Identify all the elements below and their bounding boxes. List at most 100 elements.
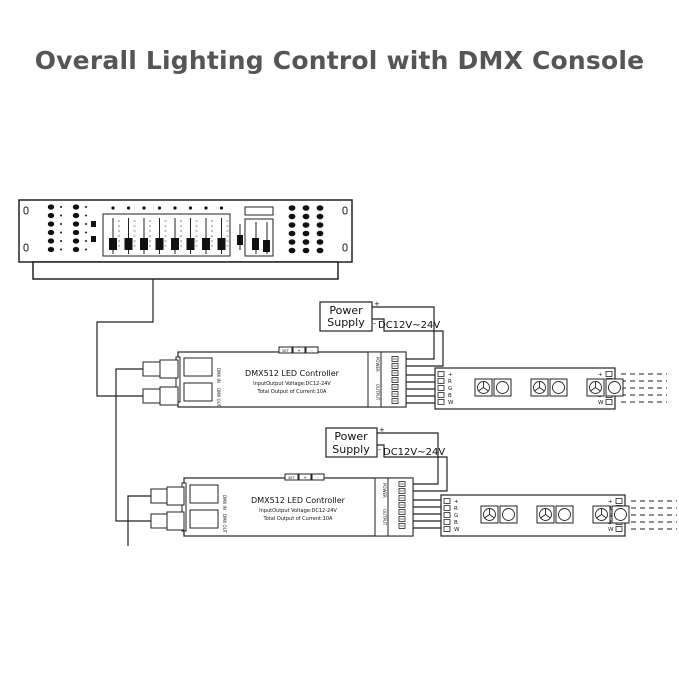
strip-pin-label: R xyxy=(454,506,458,512)
master-fader-knob[interactable] xyxy=(252,238,259,250)
strip-1-parts: ++RRGGBBWW xyxy=(437,371,667,406)
console-button[interactable] xyxy=(288,205,296,211)
console-led xyxy=(60,214,62,217)
power-minus-sign: - xyxy=(378,445,381,454)
strip-solder-pad xyxy=(443,519,451,525)
set-button[interactable] xyxy=(278,346,293,354)
console-button[interactable] xyxy=(72,221,80,227)
console-button[interactable] xyxy=(316,205,324,211)
console-button[interactable] xyxy=(72,238,80,244)
power-supply-label-line1: Power xyxy=(334,430,368,443)
led-chip-segments xyxy=(540,508,551,519)
console-button[interactable] xyxy=(288,230,296,237)
console-button[interactable] xyxy=(47,204,55,210)
fader-knob[interactable] xyxy=(109,238,117,250)
power-plus-sign: + xyxy=(379,426,385,434)
minus-button[interactable] xyxy=(305,346,319,354)
fader-knob[interactable] xyxy=(217,238,226,250)
fader-knob[interactable] xyxy=(202,238,210,250)
console-button[interactable] xyxy=(72,229,80,236)
console-button[interactable] xyxy=(302,205,310,211)
strip-pin-label: G xyxy=(448,386,452,392)
console-button[interactable] xyxy=(302,239,310,245)
console-led xyxy=(60,248,62,251)
terminal-screws xyxy=(398,481,406,529)
rack-hole xyxy=(342,243,348,252)
controller-title: DMX512 LED Controller xyxy=(245,369,340,378)
console-button[interactable] xyxy=(72,204,80,210)
svg-text:SET: SET xyxy=(282,349,289,353)
fader-led xyxy=(219,206,224,210)
console-button[interactable] xyxy=(302,230,310,237)
strip-pin-label: B xyxy=(454,520,458,526)
strip-solder-pad xyxy=(443,498,451,504)
led-strip-1: ++RRGGBBWW xyxy=(434,367,667,410)
blackout-knob[interactable] xyxy=(237,235,243,245)
console-button[interactable] xyxy=(288,222,296,228)
output-terminal-label: OUTPUT xyxy=(382,509,387,526)
strip-solder-pad xyxy=(437,371,445,377)
strip-solder-pad xyxy=(615,498,623,504)
svg-text:+: + xyxy=(303,475,306,480)
console-button[interactable] xyxy=(316,213,324,220)
resistor-chip-circle xyxy=(502,508,515,521)
resistor-chip-circle xyxy=(552,381,565,394)
svg-text:-: - xyxy=(317,475,319,480)
fader-led xyxy=(188,206,193,210)
xlr-connector xyxy=(150,513,168,529)
console-button[interactable] xyxy=(72,212,80,219)
fader-led xyxy=(204,206,208,210)
strip-solder-pad xyxy=(605,399,613,405)
console-button[interactable] xyxy=(316,230,324,237)
console-left-buttons xyxy=(47,204,96,253)
console-button[interactable] xyxy=(47,229,55,236)
set-button[interactable] xyxy=(284,473,299,481)
dmx-cable-ctrl2-out xyxy=(127,495,151,546)
strip-pin-label: + xyxy=(608,499,613,505)
led-strip-2: ++RRGGBBWW xyxy=(440,494,677,537)
strip-solder-pad xyxy=(437,378,445,384)
fader-led xyxy=(111,206,115,210)
dmx-out-label: DMX OUT xyxy=(216,388,221,408)
fader-led xyxy=(173,206,177,210)
fader-knob[interactable] xyxy=(124,238,133,250)
fader-knob[interactable] xyxy=(171,238,179,250)
console-button[interactable] xyxy=(316,239,324,245)
plus-button[interactable] xyxy=(292,346,306,354)
console-faders xyxy=(109,206,229,254)
console-button[interactable] xyxy=(288,239,296,245)
xlr-connector xyxy=(150,488,168,504)
svg-text:+: + xyxy=(297,348,300,353)
diagram-title: Overall Lighting Control with DMX Consol… xyxy=(34,46,645,75)
minus-button[interactable] xyxy=(311,473,325,481)
console-button[interactable] xyxy=(302,222,310,228)
console-button[interactable] xyxy=(288,213,296,220)
console-button[interactable] xyxy=(316,247,324,254)
output-terminal-label: OUTPUT xyxy=(375,384,380,401)
led-chip-segments xyxy=(484,508,495,519)
power-voltage-label: DC12V~24V xyxy=(383,447,445,458)
master-fader-knob[interactable] xyxy=(263,240,270,252)
console-button[interactable] xyxy=(47,212,55,219)
console-led xyxy=(85,240,87,242)
console-button[interactable] xyxy=(302,247,310,254)
console-button[interactable] xyxy=(302,213,310,220)
console-button[interactable] xyxy=(72,246,80,253)
fader-knob[interactable] xyxy=(155,238,164,250)
console-button[interactable] xyxy=(288,247,296,254)
console-button[interactable] xyxy=(47,238,55,244)
strip-2-parts: ++RRGGBBWW xyxy=(443,498,677,533)
power-supply-label-line2: Supply xyxy=(327,316,365,329)
console-led xyxy=(60,231,62,234)
plus-button[interactable] xyxy=(298,473,312,481)
fader-led xyxy=(157,206,162,210)
console-button[interactable] xyxy=(316,222,324,228)
console-button[interactable] xyxy=(47,221,55,227)
fader-knob[interactable] xyxy=(186,238,195,250)
dmx-controller-2: SET + - DMX IN DMX OUT DMX512 LED Contro… xyxy=(150,473,414,537)
console-led xyxy=(60,206,62,208)
strip-solder-pad xyxy=(615,526,623,532)
console-button[interactable] xyxy=(47,246,55,253)
fader-knob[interactable] xyxy=(140,238,148,250)
